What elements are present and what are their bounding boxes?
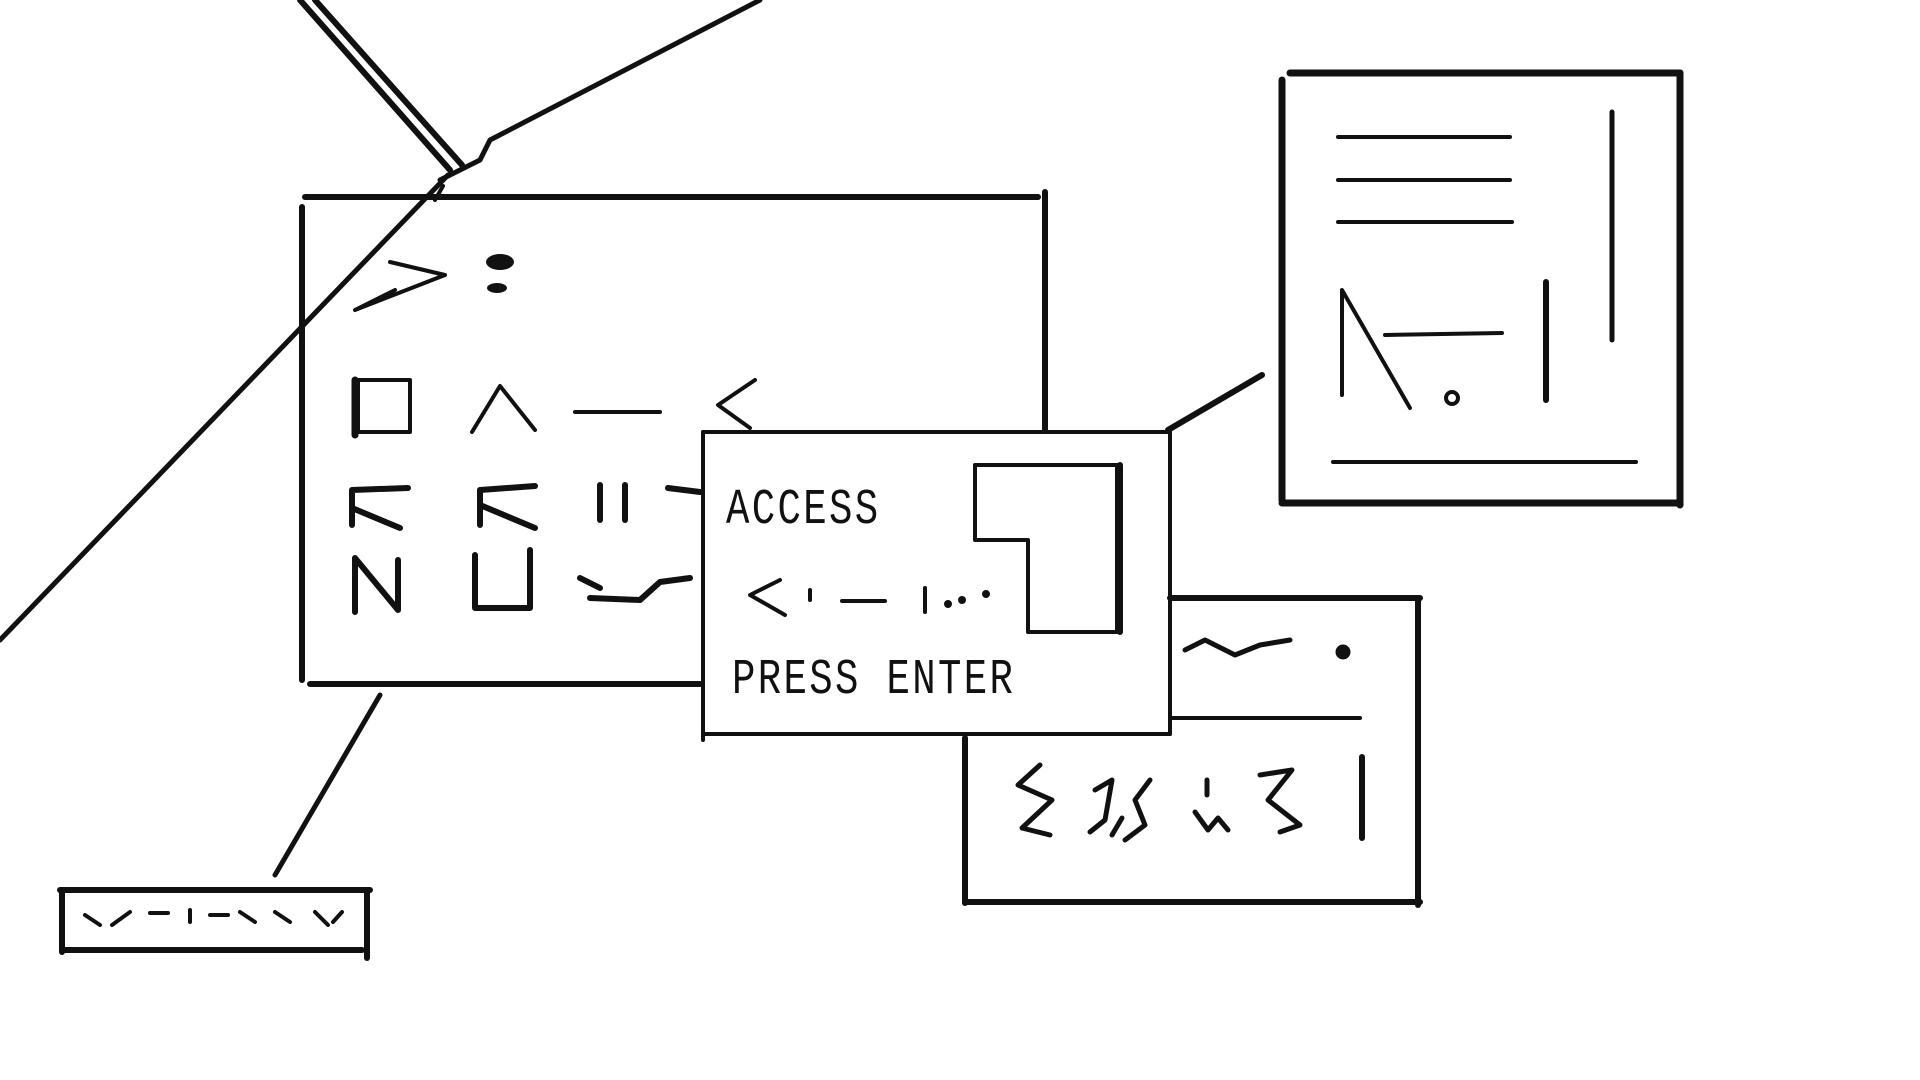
- progress-window: [57, 887, 373, 961]
- play-triangle-icon: [353, 260, 447, 312]
- main-terminal-window: [299, 189, 1048, 687]
- connector-line-2: [1165, 372, 1265, 433]
- press-enter-prompt[interactable]: PRESS ENTER: [732, 652, 1016, 709]
- glyph-row-1: [351, 376, 757, 439]
- password-glyphs: [748, 578, 990, 617]
- progress-glyphs: [83, 908, 344, 927]
- access-dialog: [701, 430, 1172, 742]
- connector-line: [272, 692, 383, 878]
- glyph-row-3: [352, 547, 693, 615]
- document-window: [1278, 69, 1684, 509]
- access-title: ACCESS: [726, 482, 881, 539]
- prompt-dot-icon: [486, 254, 514, 270]
- cable-lines: [0, 0, 763, 643]
- glyph-row-2: [349, 482, 703, 531]
- lower-right-window: [962, 595, 1423, 908]
- lower-glyphs: [1015, 637, 1365, 843]
- document-icon: [1331, 109, 1638, 464]
